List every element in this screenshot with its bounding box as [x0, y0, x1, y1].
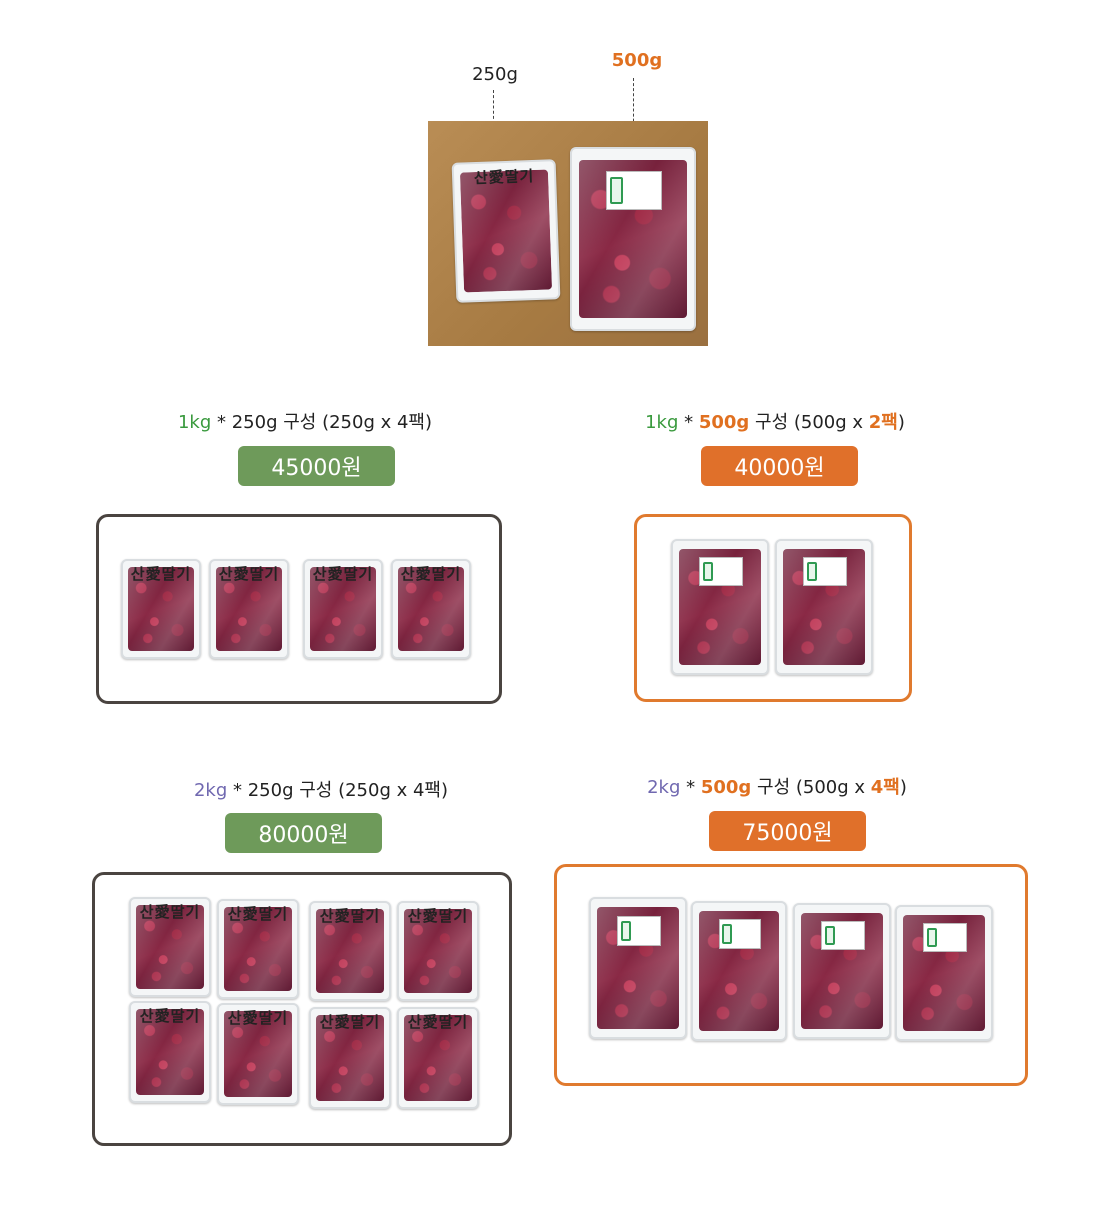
- label-500g: 500g: [611, 50, 663, 71]
- eco-label-icon: [620, 920, 631, 941]
- pack-250g: 산愛딸기: [217, 1003, 299, 1105]
- pack-250g: 산愛딸기: [309, 1007, 391, 1109]
- product-photo: 산愛딸기: [428, 121, 708, 346]
- pack-500g: [589, 897, 687, 1039]
- price-badge-80000: 80000원: [225, 813, 382, 853]
- option-2kg-500g-heading: 2kg * 500g 구성 (500g x 4팩): [647, 777, 907, 798]
- eco-label-icon: [806, 561, 817, 581]
- option-1kg-250g-heading: 1kg * 250g 구성 (250g x 4팩): [177, 412, 433, 433]
- eco-label-icon: [926, 927, 937, 947]
- tray-brand-text: 산愛딸기: [473, 166, 535, 187]
- eco-label-icon: [824, 925, 835, 945]
- option-1kg-500g-heading: 1kg * 500g 구성 (500g x 2팩): [645, 412, 905, 433]
- pack-250g: 산愛딸기: [209, 559, 289, 659]
- pack-500g: [793, 903, 891, 1039]
- pack-500g: [671, 539, 769, 675]
- pack-250g: 산愛딸기: [129, 1001, 211, 1103]
- price-badge-40000: 40000원: [701, 446, 858, 486]
- pack-250g: 산愛딸기: [309, 901, 391, 1001]
- price-badge-75000: 75000원: [709, 811, 866, 851]
- pack-250g: 산愛딸기: [121, 559, 201, 659]
- option-2kg-250g-heading: 2kg * 250g 구성 (250g x 4팩): [193, 780, 449, 801]
- eco-label-icon: [702, 561, 713, 581]
- pack-250g: 산愛딸기: [397, 901, 479, 1001]
- pack-250g: 산愛딸기: [129, 897, 211, 997]
- pack-250g: 산愛딸기: [303, 559, 383, 659]
- pack-500g: [691, 901, 787, 1041]
- option-1kg-250g-box: 산愛딸기 산愛딸기 산愛딸기 산愛딸기: [96, 514, 502, 704]
- eco-label-icon: [722, 924, 732, 945]
- pack-250g: 산愛딸기: [391, 559, 471, 659]
- pack-250g: 산愛딸기: [217, 899, 299, 999]
- option-2kg-500g-box: [554, 864, 1028, 1086]
- pointer-line-500g: [633, 78, 634, 142]
- pack-500g: [775, 539, 873, 675]
- tray-500g: [570, 147, 696, 331]
- price-badge-45000: 45000원: [238, 446, 395, 486]
- option-2kg-250g-box: 산愛딸기 산愛딸기 산愛딸기 산愛딸기 산愛딸기 산愛딸기 산愛딸기 산愛딸기: [92, 872, 512, 1146]
- pack-250g: 산愛딸기: [397, 1007, 479, 1109]
- pack-500g: [895, 905, 993, 1041]
- tray-250g: 산愛딸기: [451, 159, 561, 303]
- label-250g: 250g: [472, 64, 518, 85]
- eco-label-icon: [610, 177, 624, 204]
- option-1kg-500g-box: [634, 514, 912, 702]
- pointer-line-250g: [493, 90, 494, 150]
